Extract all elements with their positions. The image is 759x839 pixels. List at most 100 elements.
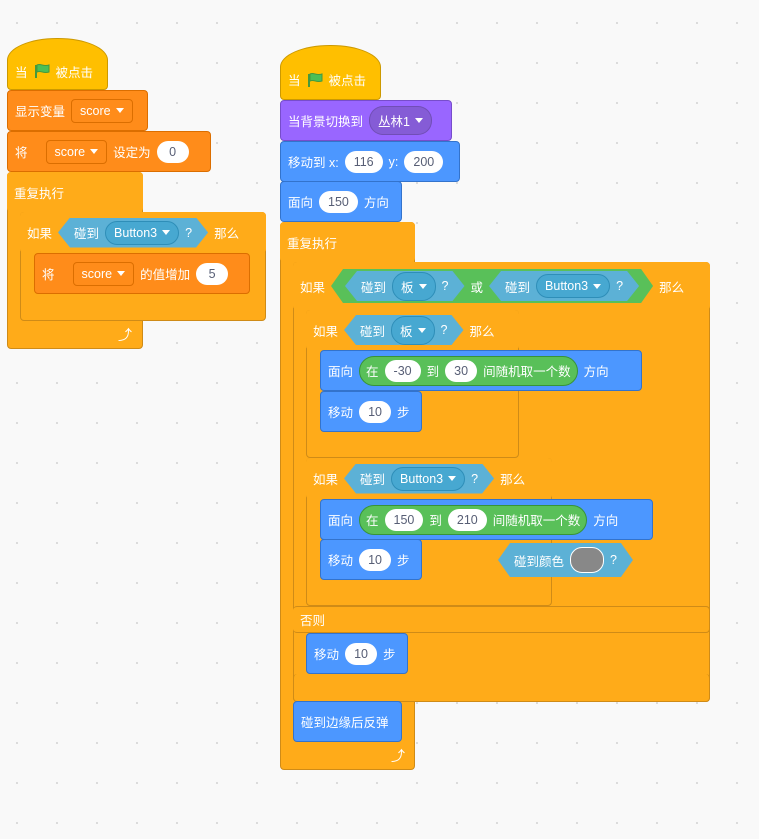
label: 步 (397, 554, 410, 568)
label: 间随机取一个数 (492, 514, 581, 528)
dropdown-value: 丛林1 (378, 115, 410, 129)
random-from-input[interactable]: -30 (384, 359, 421, 382)
touching-target-dropdown[interactable]: 板 (391, 316, 435, 345)
backdrop-dropdown[interactable]: 丛林1 (369, 106, 432, 135)
change-variable-block[interactable]: 将 score 的值增加 5 (34, 253, 250, 294)
label: 在 (366, 514, 379, 528)
point-in-direction-block[interactable]: 面向 在 150 到 210 间随机取一个数 方向 (320, 499, 653, 540)
steps-input[interactable]: 10 (359, 548, 392, 571)
value-input[interactable]: 0 (156, 140, 189, 163)
dropdown-value: 板 (400, 324, 413, 339)
label: 当背景切换到 (288, 115, 364, 129)
random-to-input[interactable]: 30 (445, 359, 478, 382)
touching-sensing-block[interactable]: 碰到板? (344, 315, 463, 345)
steps-input[interactable]: 10 (345, 642, 378, 665)
if-else-footer (293, 674, 710, 702)
label: 面向 (328, 365, 354, 379)
value-input[interactable]: 5 (196, 262, 229, 285)
label: 被点击 (328, 74, 367, 88)
when-flag-clicked-hat[interactable]: 当被点击 (280, 45, 381, 100)
label: 步 (397, 406, 410, 420)
if-label: 如果 (313, 473, 339, 487)
set-variable-block[interactable]: 将 score 设定为 0 (7, 131, 211, 172)
label: 到 (429, 514, 442, 528)
dropdown-arrow-icon (162, 230, 170, 235)
dropdown-arrow-icon (117, 271, 126, 276)
if-header: 如果 碰到 Button3? 那么 (306, 458, 552, 499)
if-label: 如果 (313, 324, 339, 339)
dropdown-arrow-icon (115, 108, 124, 113)
y-input[interactable]: 200 (404, 150, 444, 173)
or-label: 或 (470, 280, 484, 295)
question-mark: ? (471, 471, 479, 486)
move-steps-block[interactable]: 移动 10 步 (320, 391, 422, 432)
question-mark: ? (610, 553, 617, 567)
dropdown-value: Button3 (400, 471, 444, 486)
touching-color-block[interactable]: 碰到颜色 ? (498, 543, 633, 577)
loop-arrow-icon: ⤴ (118, 327, 132, 343)
green-flag-icon (307, 73, 323, 87)
question-mark: ? (441, 279, 449, 293)
x-input[interactable]: 116 (344, 150, 383, 173)
label: 移动 (328, 406, 354, 420)
label: 当 (15, 65, 28, 80)
touching-label: 碰到 (74, 227, 100, 241)
variable-dropdown[interactable]: score (72, 261, 135, 286)
label: 方向 (593, 514, 619, 528)
label: 碰到边缘后反弹 (301, 716, 389, 730)
then-label: 那么 (659, 280, 685, 295)
touching-label: 碰到 (360, 324, 386, 339)
touching-label: 碰到 (361, 280, 387, 295)
label: 将 (42, 268, 55, 282)
forever-header: 重复执行 (7, 172, 143, 212)
touching-target-dropdown[interactable]: Button3 (105, 221, 179, 245)
touching-sensing-block[interactable]: 碰到板? (345, 271, 464, 301)
direction-input[interactable]: 150 (319, 190, 358, 213)
bounce-on-edge-block[interactable]: 碰到边缘后反弹 (293, 701, 402, 742)
label: 的值增加 (140, 268, 191, 282)
dropdown-value: score (54, 144, 86, 159)
else-arm: 否则 (293, 606, 710, 633)
when-flag-clicked-hat[interactable]: 当 被点击 (7, 38, 108, 90)
variable-dropdown[interactable]: score (45, 139, 108, 164)
random-from-input[interactable]: 150 (384, 508, 424, 531)
label: 移动 (328, 554, 354, 568)
forever-header: 重复执行 (280, 222, 415, 262)
touching-label: 碰到 (360, 473, 386, 487)
label: 设定为 (113, 146, 151, 160)
pick-random-block[interactable]: 在 150 到 210 间随机取一个数 (359, 504, 588, 535)
dropdown-value: Button3 (545, 279, 589, 293)
touching-target-dropdown[interactable]: Button3 (536, 274, 610, 298)
touching-target-dropdown[interactable]: 板 (392, 272, 436, 301)
label: 面向 (328, 514, 354, 528)
label: 碰到颜色 (514, 554, 565, 569)
dropdown-value: score (80, 103, 111, 118)
label: 移动到 x: (288, 156, 339, 170)
color-swatch[interactable] (570, 547, 604, 573)
question-mark: ? (616, 279, 624, 293)
then-label: 那么 (500, 473, 526, 487)
label: 被点击 (55, 65, 94, 80)
show-variable-block[interactable]: 显示变量 score (7, 90, 148, 131)
when-backdrop-switches-block[interactable]: 当背景切换到 丛林1 (280, 100, 452, 141)
touching-target-dropdown[interactable]: Button3 (391, 467, 465, 491)
steps-input[interactable]: 10 (359, 400, 392, 423)
dropdown-arrow-icon (448, 476, 456, 481)
else-label: 否则 (300, 614, 326, 628)
move-steps-block[interactable]: 移动 10 步 (320, 539, 422, 580)
if-label: 如果 (27, 227, 53, 241)
touching-sensing-block[interactable]: 碰到 Button3? (344, 464, 494, 494)
random-to-input[interactable]: 210 (447, 508, 487, 531)
dropdown-arrow-icon (90, 149, 99, 154)
label: 步 (383, 648, 396, 662)
variable-dropdown[interactable]: score (71, 98, 133, 123)
